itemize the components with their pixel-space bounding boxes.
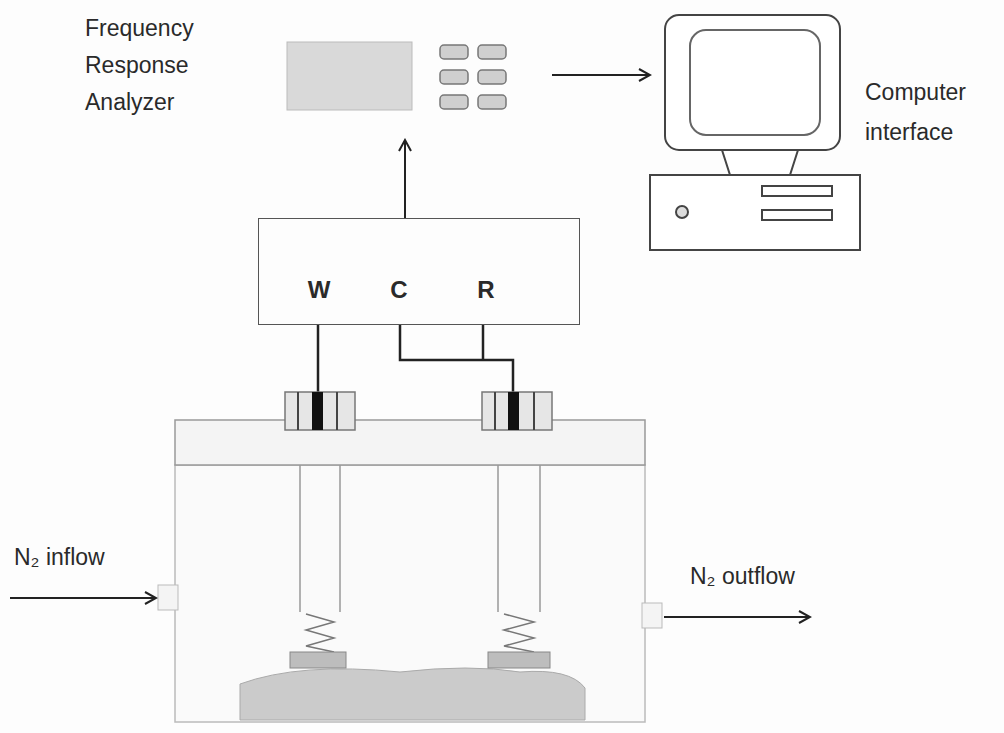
signal-arrow bbox=[404, 140, 406, 218]
instrument-label: Frequency Response Analyzer bbox=[85, 10, 225, 121]
computer-node: Computer interface bbox=[650, 10, 999, 255]
electrode-terminals bbox=[285, 392, 552, 430]
electrode-plate bbox=[290, 652, 346, 668]
pin-name: R bbox=[471, 276, 501, 304]
gas-label: N₂ outflow bbox=[690, 562, 795, 590]
potentiostat-box: WCR bbox=[258, 218, 580, 325]
gas-inflow-arrow bbox=[10, 597, 156, 599]
analyzer-node: Frequency Response Analyzer bbox=[80, 8, 552, 140]
instrument-label: Computer interface bbox=[865, 72, 993, 152]
analyzer-screen bbox=[287, 42, 412, 110]
signal-arrow bbox=[552, 74, 650, 76]
analyzer-buttons bbox=[440, 45, 506, 109]
sample bbox=[240, 668, 585, 720]
electrode-wires bbox=[318, 325, 513, 392]
computer-icon bbox=[650, 15, 860, 250]
gas-outflow-arrow bbox=[664, 616, 810, 618]
pin-name: W bbox=[304, 276, 334, 304]
electrode-plate bbox=[488, 652, 550, 668]
electrochemical-cell bbox=[158, 420, 662, 722]
electrode-rods bbox=[300, 465, 540, 652]
pin-name: C bbox=[384, 276, 414, 304]
gas-label: N₂ inflow bbox=[14, 543, 105, 571]
